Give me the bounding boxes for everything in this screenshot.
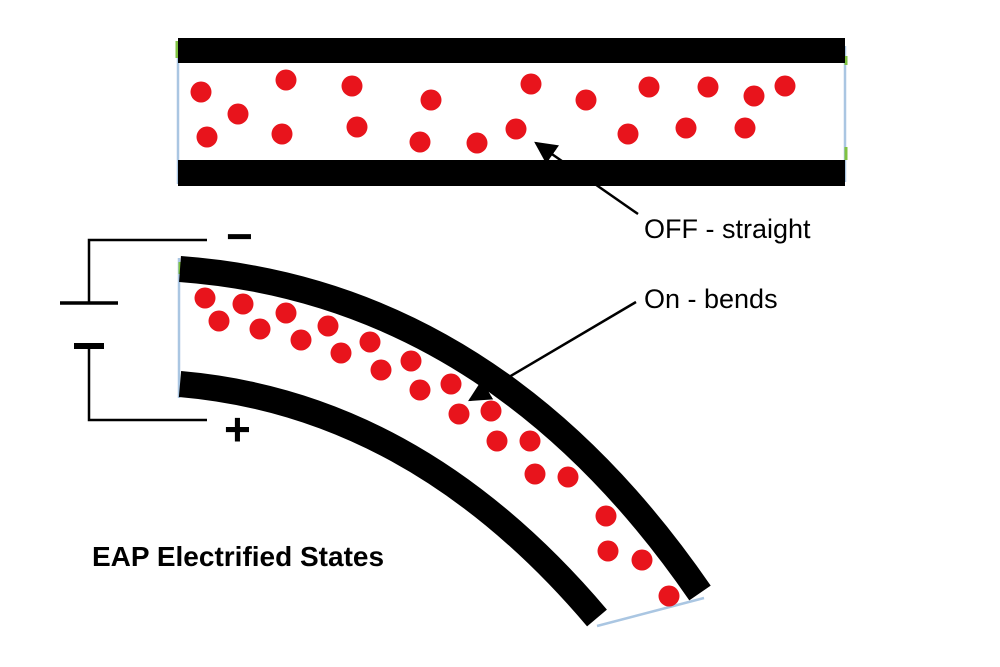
charge-particle-dot bbox=[575, 89, 597, 111]
battery-circuit: − + bbox=[60, 210, 253, 455]
charge-particle-dot bbox=[370, 359, 392, 381]
straight-charge-dots-group bbox=[190, 69, 796, 154]
charge-particle-dot bbox=[774, 75, 796, 97]
charge-particle-dot bbox=[524, 463, 546, 485]
on-state-label: On - bends bbox=[644, 284, 778, 314]
charge-particle-dot bbox=[595, 505, 617, 527]
charge-particle-dot bbox=[617, 123, 639, 145]
annotations: OFF - straight On - bends EAP Electrifie… bbox=[92, 141, 811, 572]
charge-particle-dot bbox=[227, 103, 249, 125]
battery-bottom-wire bbox=[87, 346, 207, 422]
charge-particle-dot bbox=[271, 123, 293, 145]
charge-particle-dot bbox=[275, 302, 297, 324]
charge-particle-dot bbox=[341, 75, 363, 97]
charge-particle-dot bbox=[190, 81, 212, 103]
charge-particle-dot bbox=[440, 373, 462, 395]
bent-charge-dots-group bbox=[194, 287, 680, 607]
charge-particle-dot bbox=[486, 430, 508, 452]
straight-actuator bbox=[175, 38, 848, 186]
charge-particle-dot bbox=[208, 310, 230, 332]
charge-particle-dot bbox=[638, 76, 660, 98]
charge-particle-dot bbox=[194, 287, 216, 309]
charge-particle-dot bbox=[597, 540, 619, 562]
charge-particle-dot bbox=[232, 293, 254, 315]
charge-particle-dot bbox=[400, 350, 422, 372]
charge-particle-dot bbox=[275, 69, 297, 91]
charge-particle-dot bbox=[519, 430, 541, 452]
negative-terminal-sign: − bbox=[226, 210, 253, 262]
charge-particle-dot bbox=[409, 379, 431, 401]
diagram-title: EAP Electrified States bbox=[92, 541, 384, 572]
charge-particle-dot bbox=[557, 466, 579, 488]
charge-particle-dot bbox=[317, 315, 339, 337]
battery-top-wire bbox=[87, 238, 207, 303]
off-state-label: OFF - straight bbox=[644, 214, 811, 244]
charge-particle-dot bbox=[359, 331, 381, 353]
positive-terminal-sign: + bbox=[224, 403, 251, 455]
charge-particle-dot bbox=[330, 342, 352, 364]
charge-particle-dot bbox=[346, 116, 368, 138]
bent-actuator bbox=[177, 256, 711, 628]
charge-particle-dot bbox=[520, 73, 542, 95]
straight-bottom-electrode bbox=[178, 160, 845, 186]
charge-particle-dot bbox=[249, 318, 271, 340]
bent-inner-electrode bbox=[178, 371, 607, 627]
charge-particle-dot bbox=[409, 131, 431, 153]
bent-end-edge-line bbox=[596, 596, 705, 628]
charge-particle-dot bbox=[697, 76, 719, 98]
charge-particle-dot bbox=[734, 117, 756, 139]
charge-particle-dot bbox=[448, 403, 470, 425]
charge-particle-dot bbox=[290, 329, 312, 351]
charge-particle-dot bbox=[658, 585, 680, 607]
charge-particle-dot bbox=[196, 126, 218, 148]
charge-particle-dot bbox=[505, 118, 527, 140]
charge-particle-dot bbox=[466, 132, 488, 154]
charge-particle-dot bbox=[675, 117, 697, 139]
off-state-arrow bbox=[534, 141, 639, 216]
charge-particle-dot bbox=[480, 400, 502, 422]
charge-particle-dot bbox=[420, 89, 442, 111]
charge-particle-dot bbox=[631, 549, 653, 571]
on-state-arrow bbox=[468, 300, 637, 402]
bent-outer-electrode bbox=[179, 256, 711, 601]
charge-particle-dot bbox=[743, 85, 765, 107]
straight-top-electrode bbox=[178, 38, 845, 63]
